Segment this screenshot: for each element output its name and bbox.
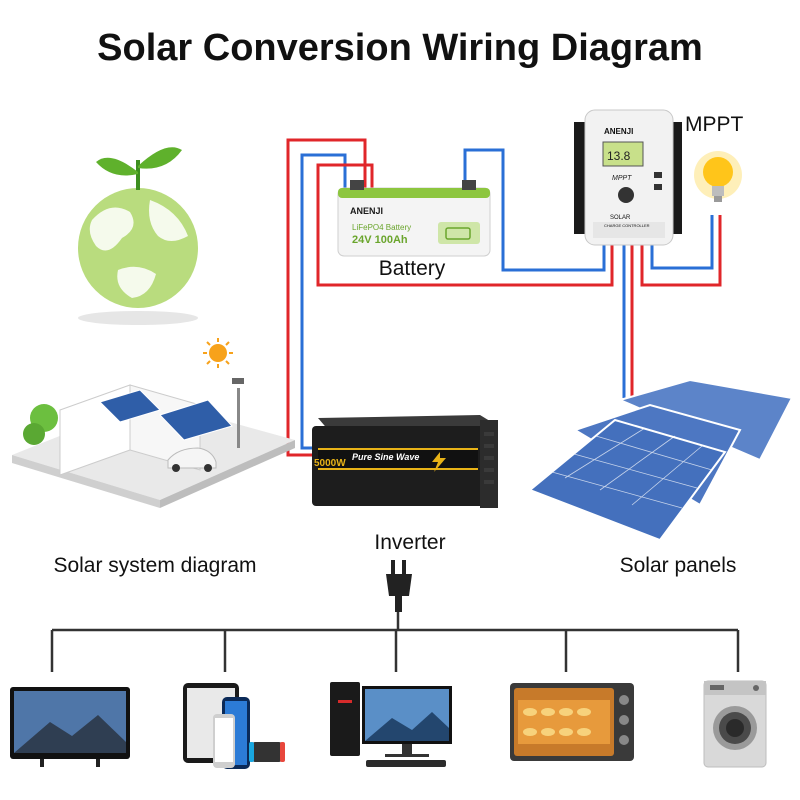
washing-machine-icon [703, 680, 767, 768]
mppt-controller: ANENJI 13.8 MPPT SOLAR CHARGE CONTROLLER [574, 109, 682, 246]
controller-knob [618, 187, 634, 203]
controller-model: MPPT [612, 175, 632, 182]
controller-brand: ANENJI [604, 127, 633, 136]
diagram-title: Solar Conversion Wiring Diagram [97, 27, 703, 69]
label-battery: Battery [379, 257, 446, 280]
oven-icon [510, 683, 634, 761]
controller-lcd [602, 141, 644, 167]
label-inverter: Inverter [374, 531, 445, 554]
battery-brand: ANENJI [350, 206, 383, 216]
battery-charge-icon [445, 227, 471, 240]
eco-globe-icon [78, 147, 198, 325]
label-solar-system: Solar system diagram [53, 554, 256, 577]
controller-display-value: 13.8 [607, 149, 631, 163]
solar-panel-array [528, 378, 794, 542]
battery-type: LiFePO4 Battery [352, 223, 411, 232]
house-solar-panel-2 [159, 399, 233, 441]
inverter-unit: 5000W Pure Sine Wave [312, 415, 498, 508]
controller-usb-port-1 [654, 172, 662, 178]
wire-battery-controller-positive [316, 163, 614, 287]
controller-usb-port-2 [654, 184, 662, 190]
wires [286, 138, 722, 457]
controller-caption-2: CHARGE CONTROLLER [604, 223, 650, 228]
solar-panel-front [528, 418, 727, 542]
wire-battery-inverter-positive [286, 138, 367, 457]
wire-controller-lamp-negative [650, 215, 714, 270]
wire-battery-controller-negative [463, 148, 606, 272]
wire-controller-lamp-positive [640, 215, 722, 287]
sun-icon [203, 338, 233, 368]
solar-house-illustration [12, 378, 295, 508]
ac-bus [50, 612, 740, 672]
inverter-bolt-icon [432, 452, 446, 472]
inverter-power: 5000W [314, 458, 346, 469]
light-bulb-icon [694, 151, 742, 202]
desktop-pc-icon [330, 682, 452, 767]
battery-spec: 24V 100Ah [352, 234, 408, 246]
wire-battery-inverter-negative [300, 153, 347, 450]
inverter-wave-label: Pure Sine Wave [352, 452, 419, 462]
devices-icon [183, 683, 285, 769]
label-solar-panels: Solar panels [620, 554, 737, 577]
plug-icon [386, 560, 412, 612]
tv-icon [10, 687, 130, 767]
battery-unit: ANENJI LiFePO4 Battery 24V 100Ah [337, 180, 491, 257]
label-mppt: MPPT [685, 113, 744, 136]
controller-caption-1: SOLAR [610, 215, 631, 221]
house-solar-panel-1 [99, 389, 161, 423]
